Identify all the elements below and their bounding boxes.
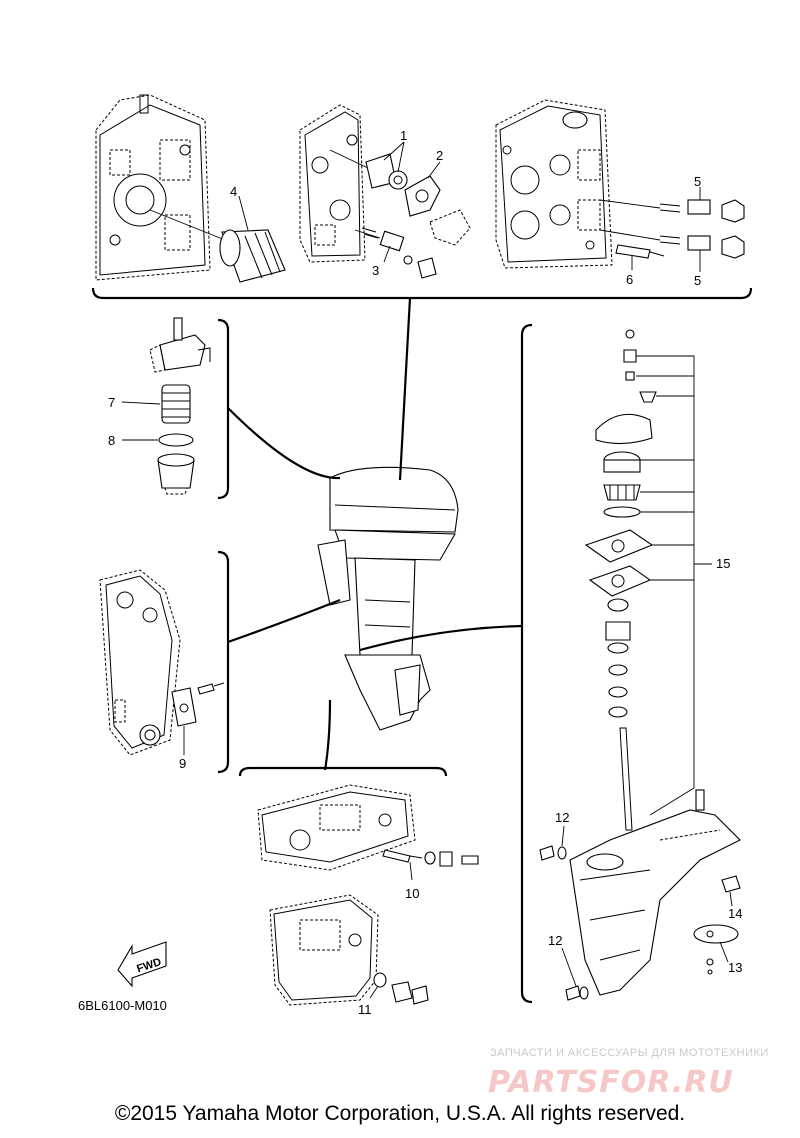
callout-8: 8 xyxy=(108,433,115,448)
callout-15: 15 xyxy=(716,556,730,571)
callout-3: 3 xyxy=(372,263,379,278)
gasket-part xyxy=(404,161,471,246)
trim-tab-13-part xyxy=(693,924,739,975)
screw-12-lower-part xyxy=(561,947,589,1001)
connector-lines xyxy=(227,297,523,771)
callout-5-lower: 5 xyxy=(694,273,701,288)
gear-case-illustration xyxy=(569,727,741,996)
pump-kit-leaders xyxy=(636,355,712,816)
copyright-notice: ©2015 Yamaha Motor Corporation, U.S.A. A… xyxy=(114,1102,686,1125)
spark-plug-part xyxy=(615,244,665,270)
callout-13: 13 xyxy=(728,960,742,975)
callout-12-lower: 12 xyxy=(548,933,562,948)
callout-11: 11 xyxy=(358,1002,372,1017)
cylinder-block-left-illustration xyxy=(95,94,211,281)
cylinder-head-middle-illustration xyxy=(299,104,366,263)
filter-cup-illustration xyxy=(157,453,195,495)
valve-part xyxy=(354,227,437,279)
callout-12-upper: 12 xyxy=(555,810,569,825)
filter-element-part xyxy=(121,384,191,424)
water-pump-parts xyxy=(584,329,657,718)
fuel-filter-illustration xyxy=(149,317,211,373)
gasket-10-part xyxy=(382,849,479,881)
oil-pan-group-bracket xyxy=(238,766,448,777)
top-group-bracket xyxy=(91,287,753,300)
anode-part xyxy=(171,682,225,755)
bracket-group-bracket xyxy=(217,550,230,774)
drain-plug-part xyxy=(369,972,429,1005)
o-ring-part xyxy=(122,433,194,447)
lower-unit-group-bracket xyxy=(520,323,533,1004)
watermark-top-text: ЗАПЧАСТИ И АКСЕССУАРЫ ДЛЯ МОТОТЕХНИКИ xyxy=(490,1047,769,1059)
screw-12-upper-part xyxy=(539,825,567,861)
cover-14-part xyxy=(721,875,741,907)
callout-9: 9 xyxy=(179,756,186,771)
diagram-code: 6BL6100-M010 xyxy=(78,998,167,1013)
callout-14: 14 xyxy=(728,906,742,921)
fuel-group-bracket xyxy=(217,318,230,500)
cylinder-head-right-illustration xyxy=(495,99,613,269)
oil-filter-part xyxy=(149,195,286,283)
callout-2: 2 xyxy=(436,148,443,163)
swivel-bracket-illustration xyxy=(99,569,181,756)
callout-1: 1 xyxy=(400,128,407,143)
fwd-arrow-icon xyxy=(117,941,167,988)
callout-5-upper: 5 xyxy=(694,174,701,189)
callout-10: 10 xyxy=(405,886,419,901)
callout-7: 7 xyxy=(108,395,115,410)
oil-pan-illustration xyxy=(269,894,379,1006)
watermark-brand: PARTSFOR.RU xyxy=(488,1065,734,1100)
outboard-motor-illustration xyxy=(317,466,459,731)
callout-6: 6 xyxy=(626,272,633,287)
spark-plug-caps-part xyxy=(599,187,745,272)
thermostat-part xyxy=(329,141,408,190)
exhaust-guide-illustration xyxy=(257,784,416,871)
callout-4: 4 xyxy=(230,184,237,199)
